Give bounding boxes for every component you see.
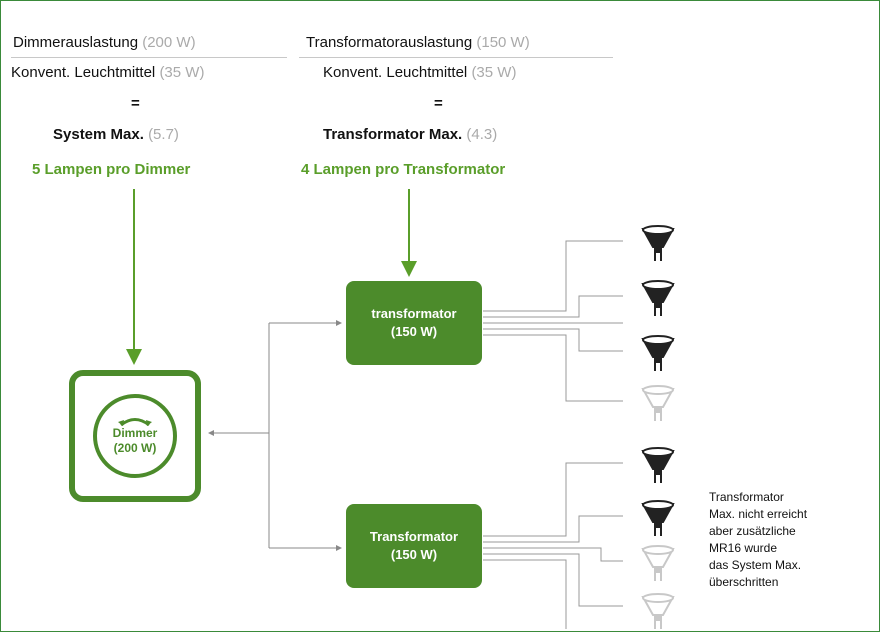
- right-numerator-value: (150 W): [476, 34, 530, 51]
- dimmer-rotate-icon: [118, 418, 152, 426]
- dimmer-label: Dimmer: [112, 426, 158, 440]
- note-line: aber zusätzliche: [709, 524, 796, 538]
- right-numerator: Transformatorauslastung (150 W): [306, 34, 530, 51]
- dimmer-knob-icon: Dimmer (200 W): [93, 394, 177, 478]
- left-denominator-value: (35 W): [159, 64, 205, 81]
- left-denominator: Konvent. Leuchtmittel (35 W): [11, 64, 204, 81]
- mr16-lamp-icon: [641, 385, 675, 421]
- right-fraction-rule: [299, 57, 613, 58]
- right-result-label: Transformator Max.: [323, 126, 463, 143]
- top-transformer-wires: [483, 240, 623, 402]
- dimmer-box: Dimmer (200 W): [69, 370, 201, 502]
- left-result: System Max. (5.7): [53, 126, 179, 143]
- right-denominator-label: Konvent. Leuchtmittel: [323, 64, 468, 81]
- mr16-lamp-icon: [641, 500, 675, 536]
- mr16-lamp-icon: [641, 545, 675, 581]
- note-line: das System Max.: [709, 558, 802, 572]
- left-numerator-label: Dimmerauslastung: [13, 34, 139, 51]
- note-line: Max. nicht erreicht: [709, 507, 808, 521]
- mr16-lamp-icon: [641, 335, 675, 371]
- right-equals: =: [434, 95, 443, 112]
- note-line: überschritten: [709, 575, 779, 589]
- left-fraction-rule: [11, 57, 287, 58]
- right-conclusion: 4 Lampen pro Transformator: [301, 161, 506, 178]
- overload-note: Transformator Max. nicht erreicht aber z…: [709, 489, 807, 591]
- left-numerator-value: (200 W): [142, 34, 196, 51]
- right-numerator-label: Transformatorauslastung: [306, 34, 473, 51]
- left-numerator: Dimmerauslastung (200 W): [13, 34, 196, 51]
- left-result-value: (5.7): [148, 126, 179, 143]
- left-result-label: System Max.: [53, 126, 144, 143]
- transformer-bottom-rating: (150 W): [390, 547, 438, 562]
- right-denominator-value: (35 W): [471, 64, 517, 81]
- mr16-lamp-icon: [641, 225, 675, 261]
- right-result: Transformator Max. (4.3): [323, 126, 497, 143]
- left-conclusion: 5 Lampen pro Dimmer: [32, 161, 191, 178]
- dimmer-rating: (200 W): [113, 441, 157, 455]
- right-result-value: (4.3): [466, 126, 498, 143]
- right-denominator: Konvent. Leuchtmittel (35 W): [323, 64, 516, 81]
- transformer-bottom-label: Transformator: [369, 529, 459, 544]
- left-denominator-label: Konvent. Leuchtmittel: [11, 64, 156, 81]
- mr16-lamp-icon: [641, 280, 675, 316]
- mr16-lamp-icon: [641, 593, 675, 629]
- note-line: Transformator: [709, 490, 784, 504]
- transformer-top-box: transformator (150 W): [346, 281, 482, 365]
- bottom-transformer-wires: [483, 462, 623, 629]
- transformer-bottom-box: Transformator (150 W): [346, 504, 482, 588]
- note-line: MR16 wurde: [709, 541, 778, 555]
- transformer-top-label: transformator: [371, 306, 457, 321]
- mr16-lamp-icon: [641, 447, 675, 483]
- left-equals: =: [131, 95, 140, 112]
- transformer-top-rating: (150 W): [390, 324, 438, 339]
